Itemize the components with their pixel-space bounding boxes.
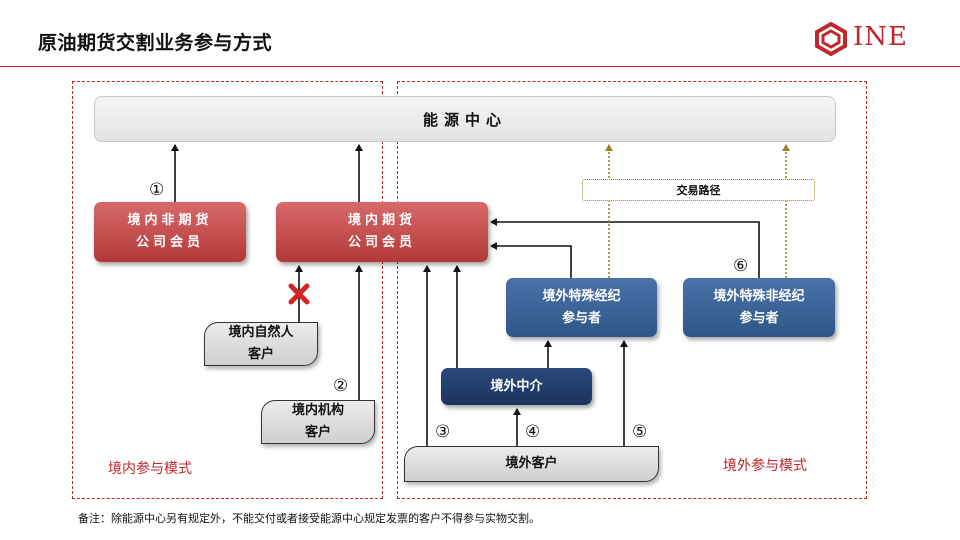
- domestic-futures-member-box: 境内期货 公司会员: [276, 202, 488, 262]
- marker-5: ⑤: [632, 422, 648, 442]
- marker-4: ④: [525, 422, 541, 442]
- overseas-special-broker-line2: 参与者: [561, 310, 601, 326]
- footnote: 备注：除能源中心另有规定外，不能交付或者接受能源中心规定发票的客户不得参与实物交…: [78, 512, 540, 525]
- domestic-institution-client-box: 境内机构 客户: [261, 400, 375, 444]
- energy-center: 能源中心: [94, 96, 836, 142]
- blocked-x-icon: [288, 283, 310, 305]
- overseas-zone-label: 境外参与模式: [723, 458, 807, 474]
- marker-6: ⑥: [733, 256, 749, 276]
- domestic-nonfutures-member-box: 境内非期货 公司会员: [94, 202, 246, 262]
- overseas-zone: [397, 81, 867, 499]
- domestic-institution-client-line1: 境内机构: [291, 403, 344, 418]
- overseas-client-label: 境外客户: [505, 456, 558, 471]
- marker-1: ①: [149, 180, 165, 200]
- domestic-zone-label: 境内参与模式: [108, 461, 192, 477]
- overseas-special-nonbroker-line1: 境外特殊非经纪: [713, 288, 805, 304]
- marker-2: ②: [333, 376, 349, 396]
- overseas-special-broker-line1: 境外特殊经纪: [542, 288, 621, 304]
- domestic-nonfutures-member-line2: 公司会员: [135, 235, 204, 250]
- domestic-nonfutures-member-line1: 境内非期货: [127, 213, 213, 228]
- domestic-individual-client-box: 境内自然人 客户: [204, 322, 318, 366]
- domestic-individual-client-line1: 境内自然人: [228, 325, 294, 340]
- page-title: 原油期货交割业务参与方式: [38, 32, 273, 54]
- domestic-individual-client-line2: 客户: [247, 347, 274, 362]
- overseas-intermediary-label: 境外中介: [490, 378, 543, 394]
- overseas-intermediary-box: 境外中介: [441, 368, 592, 405]
- domestic-futures-member-line1: 境内期货: [347, 213, 416, 228]
- overseas-client-box: 境外客户: [404, 446, 659, 482]
- domestic-futures-member-line2: 公司会员: [347, 235, 416, 250]
- overseas-special-nonbroker-line2: 参与者: [739, 310, 779, 326]
- ine-logo-text: INE: [853, 22, 908, 52]
- ine-logo-icon: [815, 22, 847, 56]
- overseas-special-broker-box: 境外特殊经纪 参与者: [506, 278, 657, 337]
- header-divider: [0, 66, 960, 67]
- marker-3: ③: [435, 422, 451, 442]
- domestic-institution-client-line2: 客户: [304, 425, 331, 440]
- domestic-zone: [72, 81, 383, 499]
- overseas-special-nonbroker-box: 境外特殊非经纪 参与者: [683, 278, 835, 337]
- trading-path-legend: 交易路径: [582, 179, 815, 201]
